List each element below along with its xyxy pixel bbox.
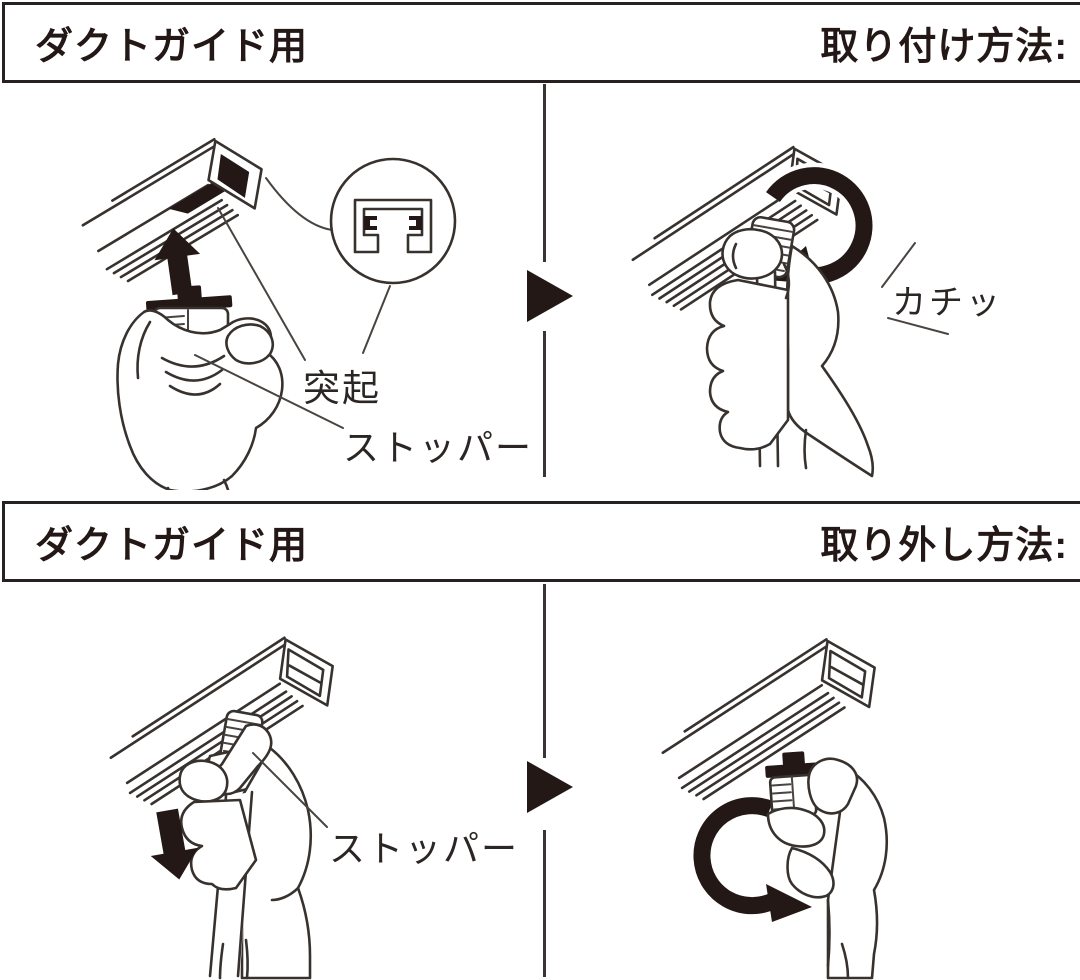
hand [178, 723, 313, 980]
step1-pull-down-illustration [109, 636, 334, 980]
hand-back [238, 746, 313, 980]
gripping-fingers [705, 278, 790, 451]
hand [705, 227, 875, 478]
gripping-fingers [179, 798, 258, 891]
hand-back [826, 766, 889, 980]
middle-finger [786, 846, 835, 899]
protrusion-label: 突起 [303, 368, 381, 409]
down-arrow-icon [150, 808, 199, 880]
next-step-arrow-icon [527, 270, 573, 322]
panel-divider [543, 584, 546, 758]
panel-divider [543, 84, 546, 262]
stopper-callout-line [252, 752, 328, 828]
protrusion-callout-line [362, 285, 391, 354]
rail-opening-shadow [168, 182, 227, 214]
step2-rotate-illustration [631, 145, 949, 478]
thumb [721, 227, 784, 280]
product-type-title: ダクトガイド用 [35, 26, 309, 68]
thumb [178, 759, 229, 803]
wrist-line [803, 428, 808, 470]
thumb-line [136, 320, 152, 380]
click-emphasis-line [881, 242, 916, 288]
removal-header: ダクトガイド用 取り外し方法: [2, 501, 1080, 582]
installation-method-title: 取り付け方法: [820, 26, 1068, 68]
next-step-arrow-icon [527, 761, 573, 813]
click-emphasis-line [887, 317, 949, 335]
stopper-label: ストッパー [343, 427, 534, 468]
thumb-nail-line [731, 242, 738, 270]
stopper-callout-line [194, 354, 344, 429]
rail-end-channel [217, 154, 250, 198]
step1-insert-illustration [81, 137, 457, 490]
index-finger [807, 757, 859, 815]
panel-divider [543, 830, 546, 977]
stopper-label: ストッパー [329, 828, 520, 869]
hand [766, 757, 889, 980]
step2-release-illustration [661, 638, 889, 980]
index-finger [225, 323, 274, 365]
click-label: カチッ [892, 284, 1003, 322]
track-cross-section [353, 198, 433, 254]
protrusion-callout-line [217, 207, 306, 361]
wrist-line [218, 942, 225, 980]
thumb [766, 806, 826, 848]
up-arrow-icon [154, 228, 201, 296]
wrist-line [222, 478, 230, 490]
wrist-line [244, 938, 249, 980]
removal-method-title: 取り外し方法: [820, 525, 1068, 567]
panel-divider [543, 331, 546, 477]
cross-section-inset [329, 157, 457, 285]
inset-callout-line [265, 177, 333, 231]
hand [116, 309, 284, 490]
wrist-line [166, 486, 170, 490]
product-type-title: ダクトガイド用 [35, 525, 309, 567]
stopper [765, 751, 818, 819]
installation-header: ダクトガイド用 取り付け方法: [2, 2, 1080, 83]
inset-circle [329, 157, 457, 285]
duct-rail [661, 638, 876, 801]
duct-rail [81, 137, 263, 283]
rotate-arrow-icon [689, 792, 812, 922]
wrist-line [840, 942, 850, 980]
